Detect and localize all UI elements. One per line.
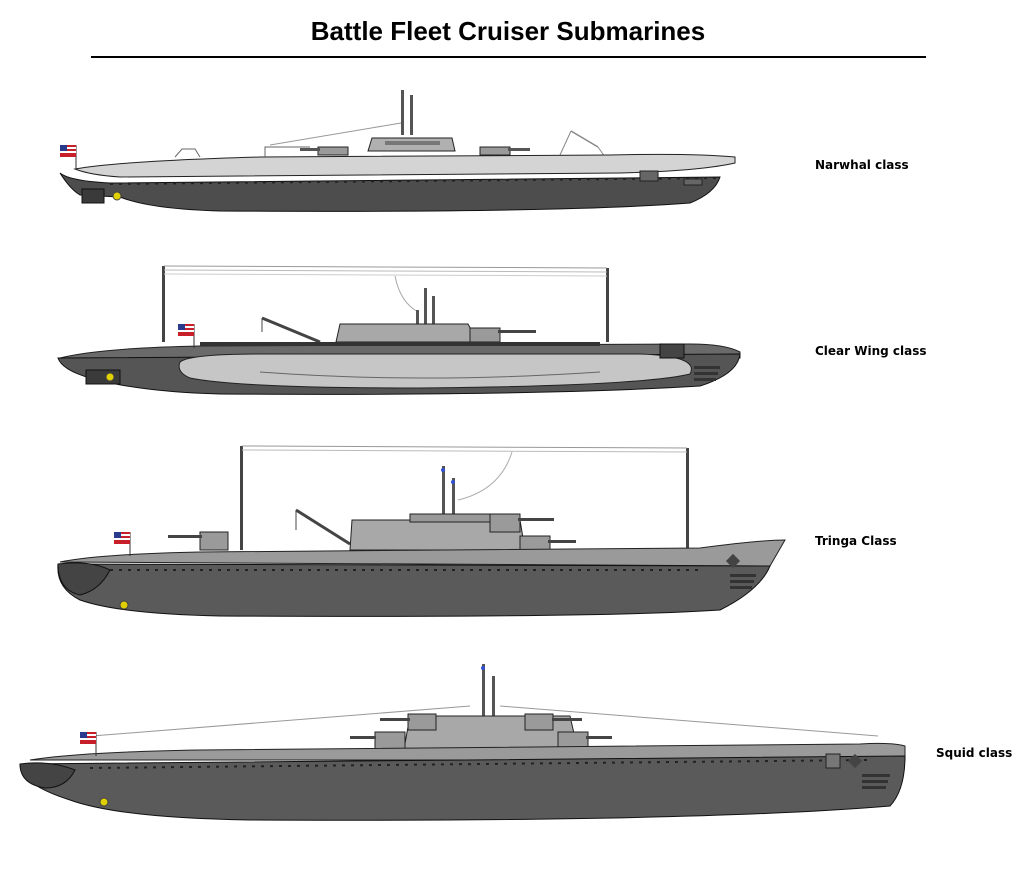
clear-wing-class-submarine <box>57 265 741 395</box>
squid-class-submarine <box>19 664 906 821</box>
title-underline <box>91 56 926 58</box>
ship-label: Clear Wing class <box>815 344 927 358</box>
ship-label: Narwhal class <box>815 158 909 172</box>
tringa-class-submarine <box>57 445 786 617</box>
page-title: Battle Fleet Cruiser Submarines <box>310 16 706 46</box>
ship-label: Tringa Class <box>815 534 897 548</box>
narwhal-class-submarine <box>59 90 736 212</box>
ship-label: Squid class <box>936 746 1013 760</box>
